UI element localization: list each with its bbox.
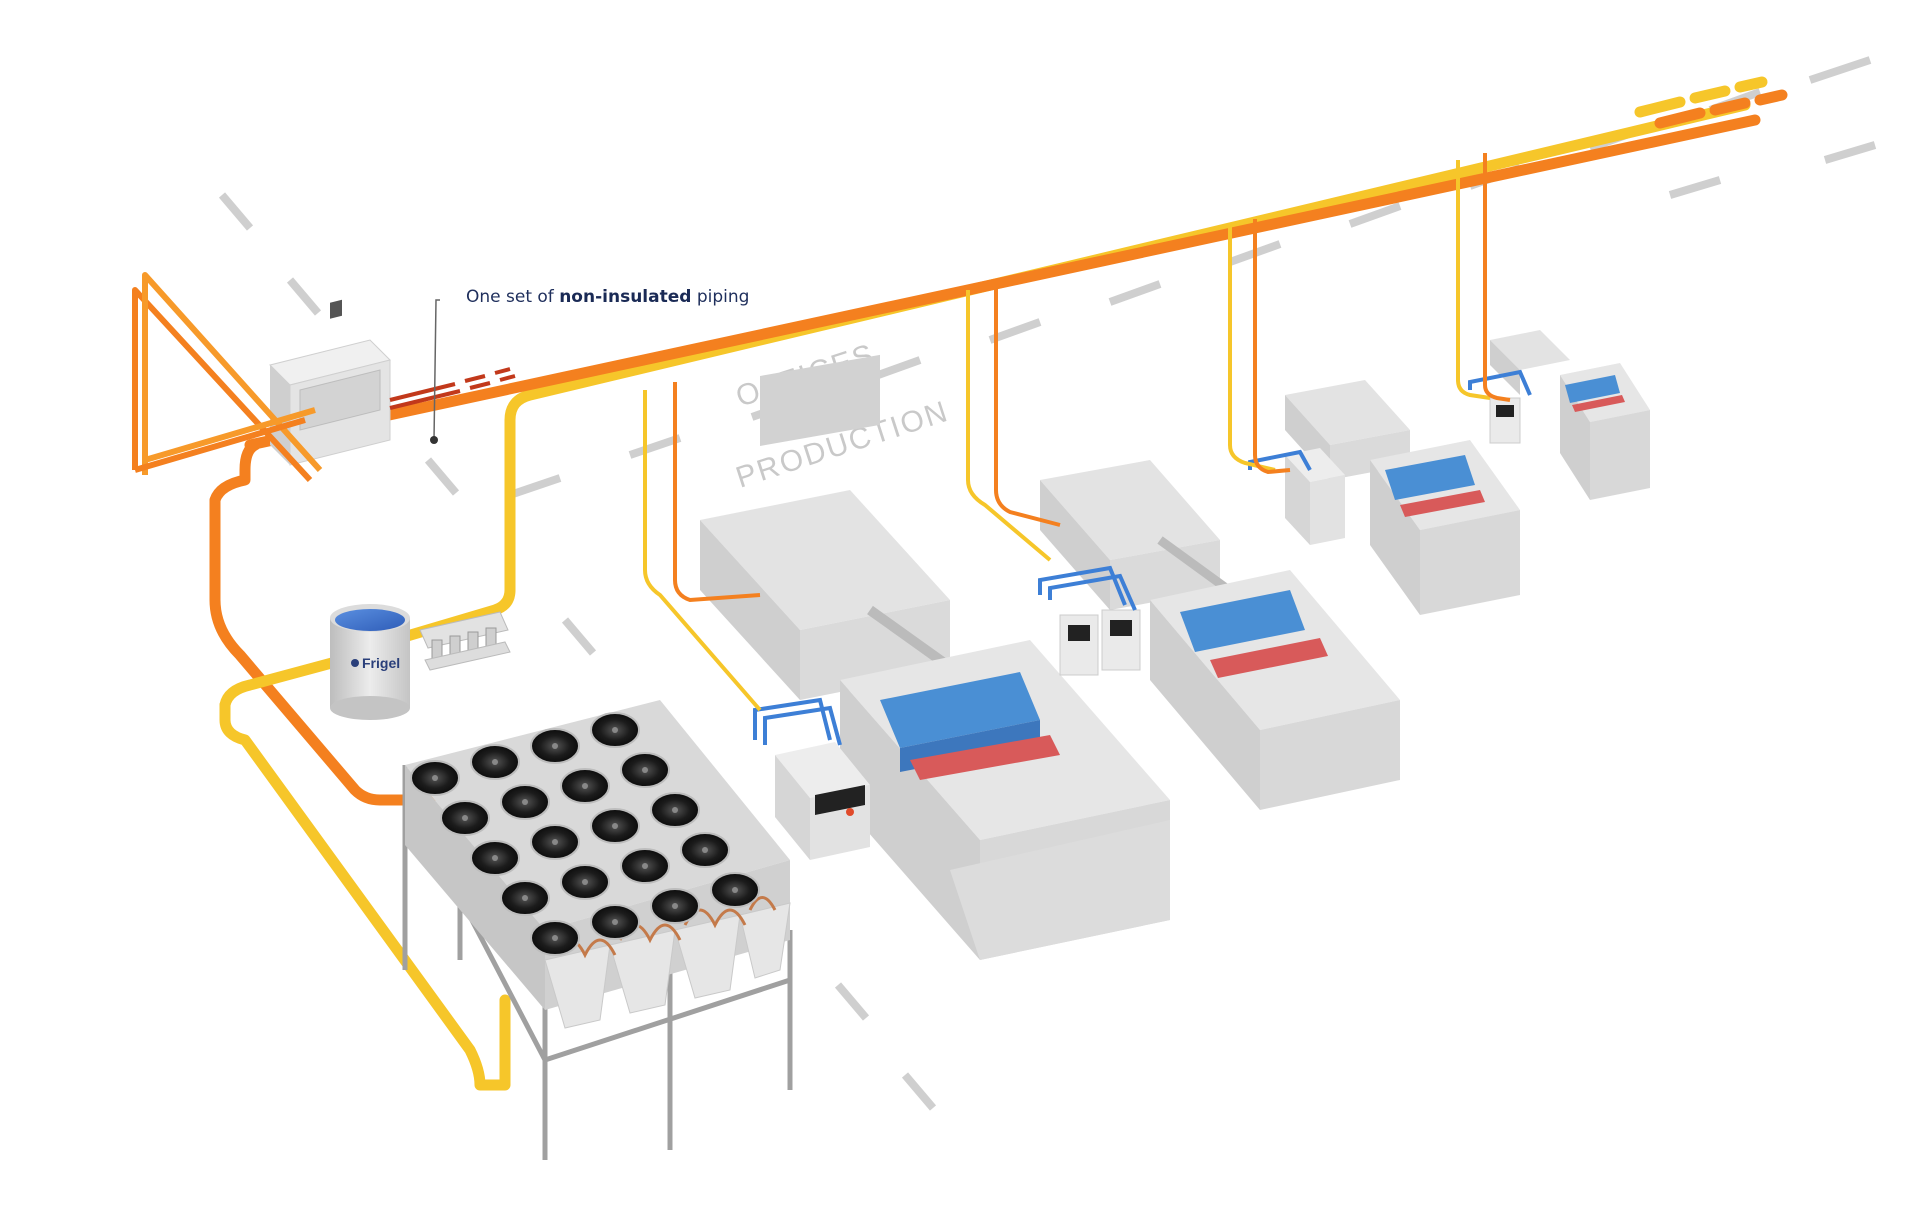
- cooler-fan-hub: [522, 895, 528, 901]
- rooftop-loops: [132, 272, 323, 483]
- supply-riser: [219, 584, 516, 1091]
- callout-suffix: piping: [691, 287, 750, 307]
- injection-machine-2: [1040, 460, 1400, 810]
- tcu-3: [1285, 448, 1345, 545]
- tank-brand: Frigel: [362, 655, 400, 671]
- process-water-loops: [753, 369, 1532, 746]
- callout-bold: non-insulated: [559, 287, 692, 307]
- non-insulated-piping: [389, 367, 516, 410]
- cooler-fan-hub: [462, 815, 468, 821]
- cooler-fan-hub: [612, 919, 618, 925]
- floor-dashes: [218, 56, 1877, 1111]
- cooler-fan-hub: [702, 847, 708, 853]
- cooler-fan-hub: [552, 743, 558, 749]
- dry-cooler-bank: [402, 700, 793, 1160]
- cooler-fan-hub: [492, 855, 498, 861]
- cooler-fan-hub: [672, 903, 678, 909]
- cooler-fan-hub: [432, 775, 438, 781]
- cooler-fan-hub: [612, 823, 618, 829]
- cooler-fan-hub: [672, 807, 678, 813]
- tcu-4: [1489, 397, 1521, 444]
- cooler-fan-hub: [582, 783, 588, 789]
- cooler-fan-hub: [642, 767, 648, 773]
- cooler-fan-hub: [552, 935, 558, 941]
- cooler-fan-hub: [552, 839, 558, 845]
- callout-prefix: One set of: [466, 287, 560, 307]
- cooler-fan-hub: [642, 863, 648, 869]
- cooler-fans: [410, 712, 760, 956]
- cooler-fan-hub: [612, 727, 618, 733]
- cooler-fan-hub: [492, 759, 498, 765]
- piping-callout: One set of non-insulated piping: [466, 287, 749, 307]
- callout-leader: [430, 299, 440, 444]
- tcu-2: [1059, 609, 1141, 676]
- machine-drop-lines: [643, 153, 1511, 712]
- injection-machine-4: [1490, 330, 1650, 500]
- pump-station: [419, 611, 511, 671]
- free-cooling-chiller: [269, 299, 391, 466]
- tcu-1: [775, 742, 870, 860]
- buffer-tank: Frigel: [330, 604, 410, 720]
- injection-machine-1: [700, 354, 1170, 960]
- main-header-pipes: [209, 76, 1788, 806]
- injection-machine-3: [1285, 380, 1520, 615]
- cooler-fan-hub: [582, 879, 588, 885]
- cooler-fan-hub: [522, 799, 528, 805]
- cooler-fan-hub: [732, 887, 738, 893]
